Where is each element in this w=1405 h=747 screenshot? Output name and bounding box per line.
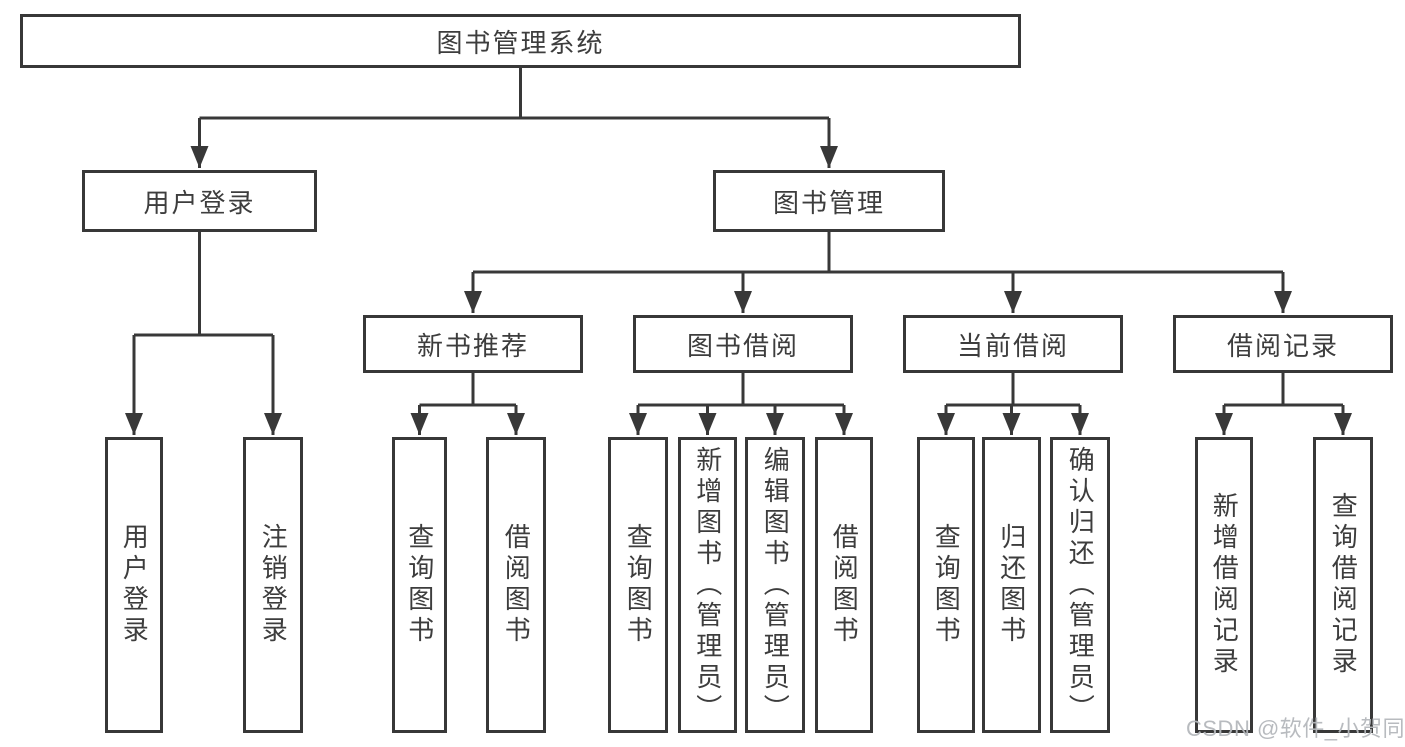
node-user-login: 用户登录 bbox=[82, 170, 317, 232]
leaf-logout-label: 注销登录 bbox=[258, 523, 289, 647]
connector-borrow-records-spine bbox=[1224, 373, 1343, 407]
leaf-user-login: 用户登录 bbox=[105, 437, 163, 733]
node-current-borrow: 当前借阅 bbox=[903, 315, 1123, 373]
connector-current-borrow-spine bbox=[946, 373, 1080, 407]
leaf-borrow-books-recommend-label: 借阅图书 bbox=[501, 523, 532, 647]
leaf-add-books-admin-label: 新增图书（管理员） bbox=[692, 445, 723, 725]
leaf-edit-books-admin: 编辑图书（管理员） bbox=[745, 437, 805, 733]
node-borrow-records: 借阅记录 bbox=[1173, 315, 1393, 373]
leaf-query-books-current: 查询图书 bbox=[917, 437, 975, 733]
leaf-logout: 注销登录 bbox=[243, 437, 303, 733]
leaf-query-books-borrow: 查询图书 bbox=[608, 437, 668, 733]
leaf-user-login-label: 用户登录 bbox=[119, 523, 150, 647]
node-book-borrow: 图书借阅 bbox=[633, 315, 853, 373]
leaf-return-books-label: 归还图书 bbox=[996, 523, 1027, 647]
connector-user-login-spine bbox=[134, 232, 273, 337]
leaf-confirm-return-admin: 确认归还（管理员） bbox=[1050, 437, 1110, 733]
leaf-query-books-borrow-label: 查询图书 bbox=[623, 523, 654, 647]
leaf-query-borrow-record: 查询借阅记录 bbox=[1313, 437, 1373, 733]
connector-book-management-spine bbox=[473, 232, 1283, 274]
leaf-query-borrow-record-label: 查询借阅记录 bbox=[1328, 492, 1359, 678]
leaf-query-books-recommend-label: 查询图书 bbox=[404, 523, 435, 647]
leaf-confirm-return-admin-label: 确认归还（管理员） bbox=[1065, 445, 1096, 725]
leaf-edit-books-admin-label: 编辑图书（管理员） bbox=[760, 445, 791, 725]
leaf-return-books: 归还图书 bbox=[982, 437, 1041, 733]
leaf-add-borrow-record: 新增借阅记录 bbox=[1195, 437, 1253, 733]
leaf-borrow-books-borrow: 借阅图书 bbox=[815, 437, 873, 733]
leaf-borrow-books-recommend: 借阅图书 bbox=[486, 437, 546, 733]
connector-root-spine bbox=[199, 68, 829, 120]
leaf-add-books-admin: 新增图书（管理员） bbox=[678, 437, 737, 733]
connector-book-borrow-spine bbox=[638, 373, 844, 407]
node-new-book-recommend: 新书推荐 bbox=[363, 315, 583, 373]
node-book-management: 图书管理 bbox=[713, 170, 945, 232]
watermark: CSDN @软件_小贺同学 bbox=[1186, 716, 1405, 741]
leaf-query-books-recommend: 查询图书 bbox=[392, 437, 447, 733]
connector-new-book-spine bbox=[419, 373, 516, 407]
leaf-borrow-books-borrow-label: 借阅图书 bbox=[829, 523, 860, 647]
leaf-query-books-current-label: 查询图书 bbox=[931, 523, 962, 647]
leaf-add-borrow-record-label: 新增借阅记录 bbox=[1209, 492, 1240, 678]
node-library-management-system: 图书管理系统 bbox=[20, 14, 1021, 68]
